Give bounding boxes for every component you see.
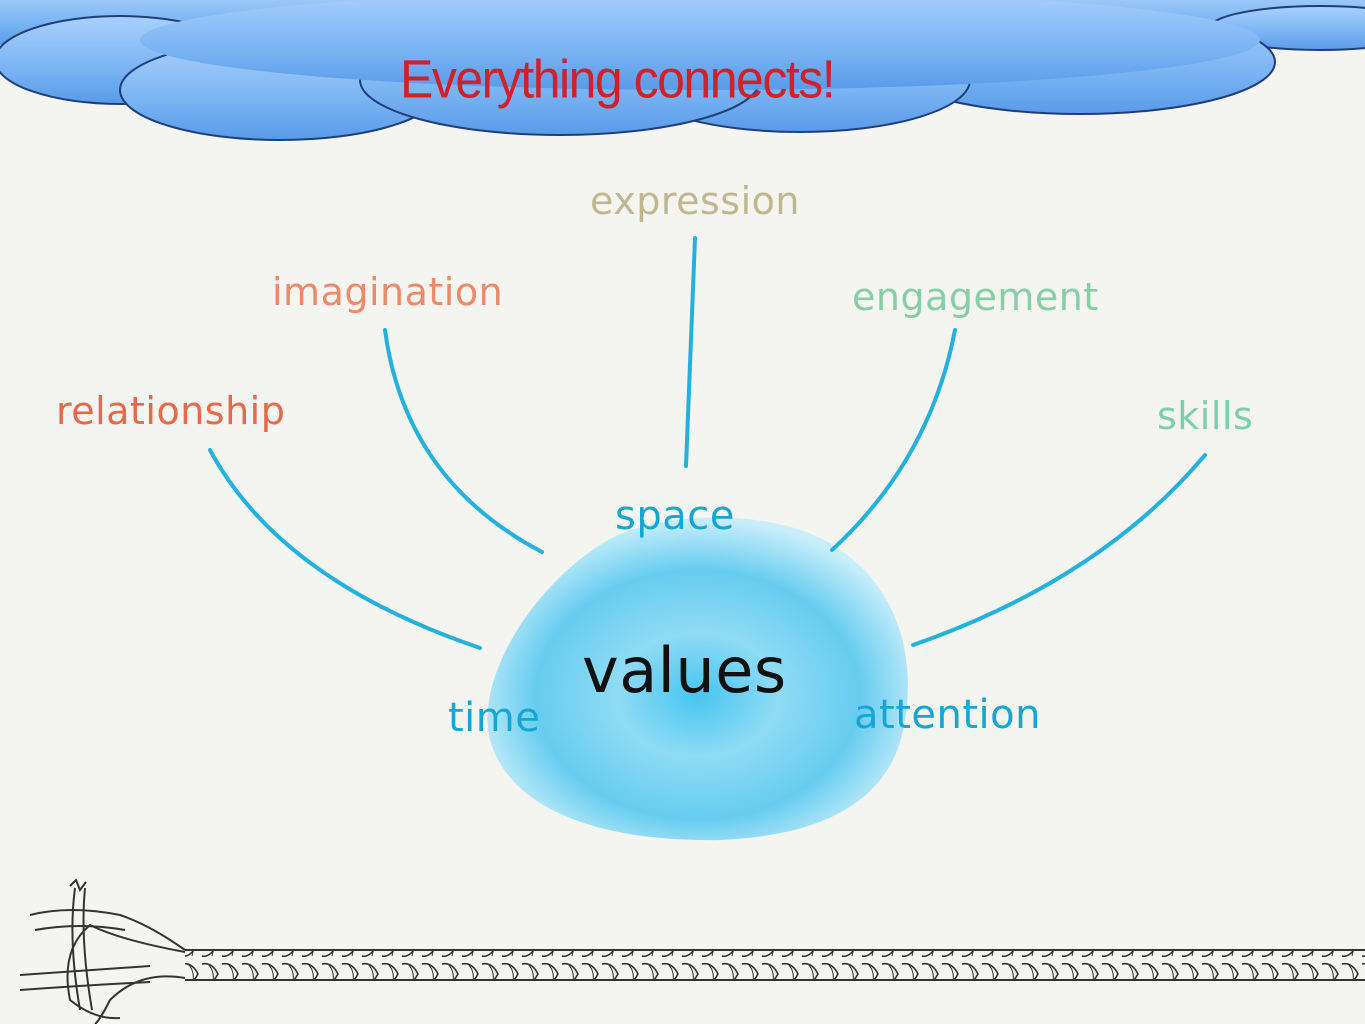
page-title: Everything connects! (400, 49, 836, 110)
label-space: space (615, 493, 735, 539)
label-attention: attention (854, 692, 1041, 738)
label-engagement: engagement (852, 275, 1099, 319)
connector-imagination (383, 328, 544, 554)
label-relationship: relationship (56, 389, 286, 433)
label-values: values (582, 634, 787, 707)
label-expression: expression (590, 179, 800, 223)
label-imagination: imagination (272, 270, 504, 314)
connector-skills (911, 453, 1207, 647)
connector-engagement (830, 328, 957, 552)
label-skills: skills (1157, 394, 1254, 438)
label-time: time (448, 695, 541, 741)
connector-expression (684, 236, 697, 468)
values-blob (487, 517, 908, 841)
connector-relationship (208, 448, 482, 650)
